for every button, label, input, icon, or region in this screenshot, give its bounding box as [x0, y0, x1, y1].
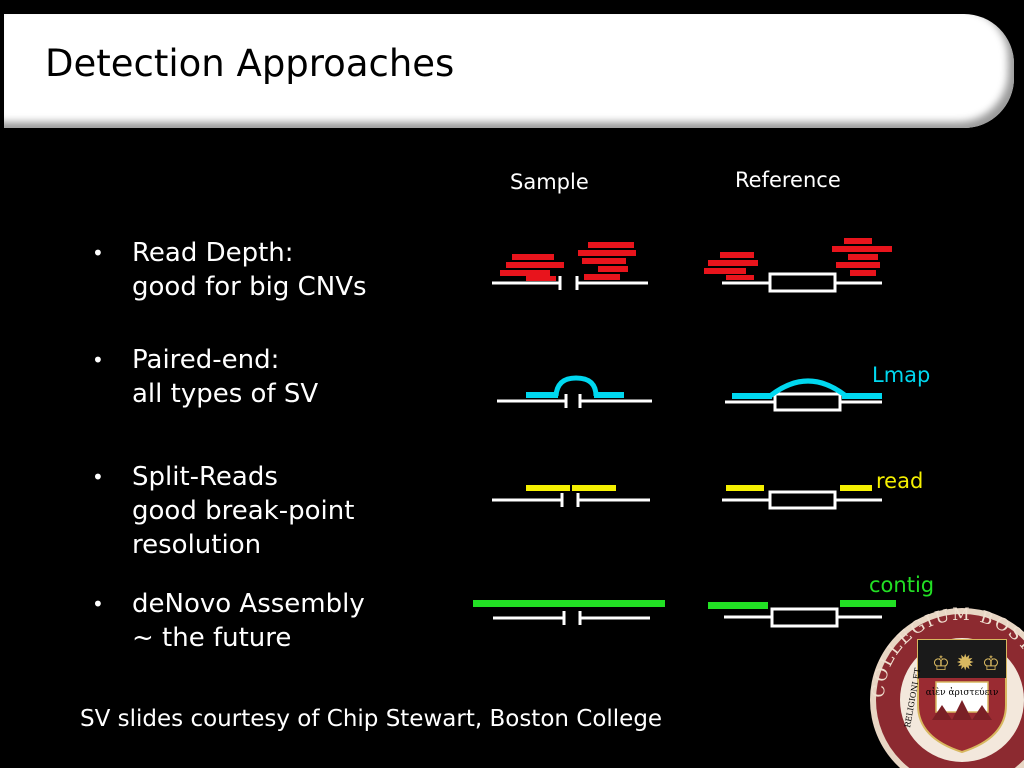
split-read-reference	[722, 485, 882, 510]
label-read: read	[876, 469, 924, 493]
sun-icon: ✹	[956, 651, 974, 676]
column-header-reference: Reference	[735, 168, 841, 192]
contig-reference	[708, 600, 896, 628]
split-read-sample	[492, 485, 650, 507]
bullet-dot: •	[92, 348, 104, 372]
paired-end-reference	[725, 378, 882, 412]
bullet-line: ~ the future	[132, 623, 292, 653]
bullet-dot: •	[92, 592, 104, 616]
bullet-line: resolution	[132, 530, 262, 560]
bullet-line: Split-Reads	[132, 462, 278, 492]
column-header-sample: Sample	[510, 170, 589, 194]
bullet-dot: •	[92, 241, 104, 265]
contig-sample	[473, 600, 665, 625]
slide-title: Detection Approaches	[45, 42, 455, 85]
label-contig: contig	[869, 573, 935, 597]
bullet-line: Paired-end:	[132, 345, 280, 375]
bullet-dot: •	[92, 465, 104, 489]
crown-icon: ♔	[932, 651, 950, 675]
boston-college-seal-logo: COLLEGIUM BOSTONIENSE FUNDATUM ♔ ✹ ♔ αἰὲ…	[870, 600, 1024, 768]
credit-text: SV slides courtesy of Chip Stewart, Bost…	[80, 706, 663, 732]
read-depth-sample	[492, 242, 648, 290]
crown-icon: ♔	[982, 651, 1000, 675]
label-lmap: Lmap	[872, 363, 931, 387]
bullet-line: Read Depth:	[132, 238, 294, 268]
seal-motto: αἰὲν ἀριστεύειν	[926, 687, 999, 698]
bullet-line: good for big CNVs	[132, 272, 367, 302]
bullet-line: good break-point	[132, 496, 355, 526]
bullet-line: all types of SV	[132, 379, 319, 409]
bullet-line: deNovo Assembly	[132, 589, 365, 619]
read-depth-reference	[704, 238, 892, 293]
title-bar	[4, 14, 1014, 128]
paired-end-sample	[497, 375, 652, 408]
